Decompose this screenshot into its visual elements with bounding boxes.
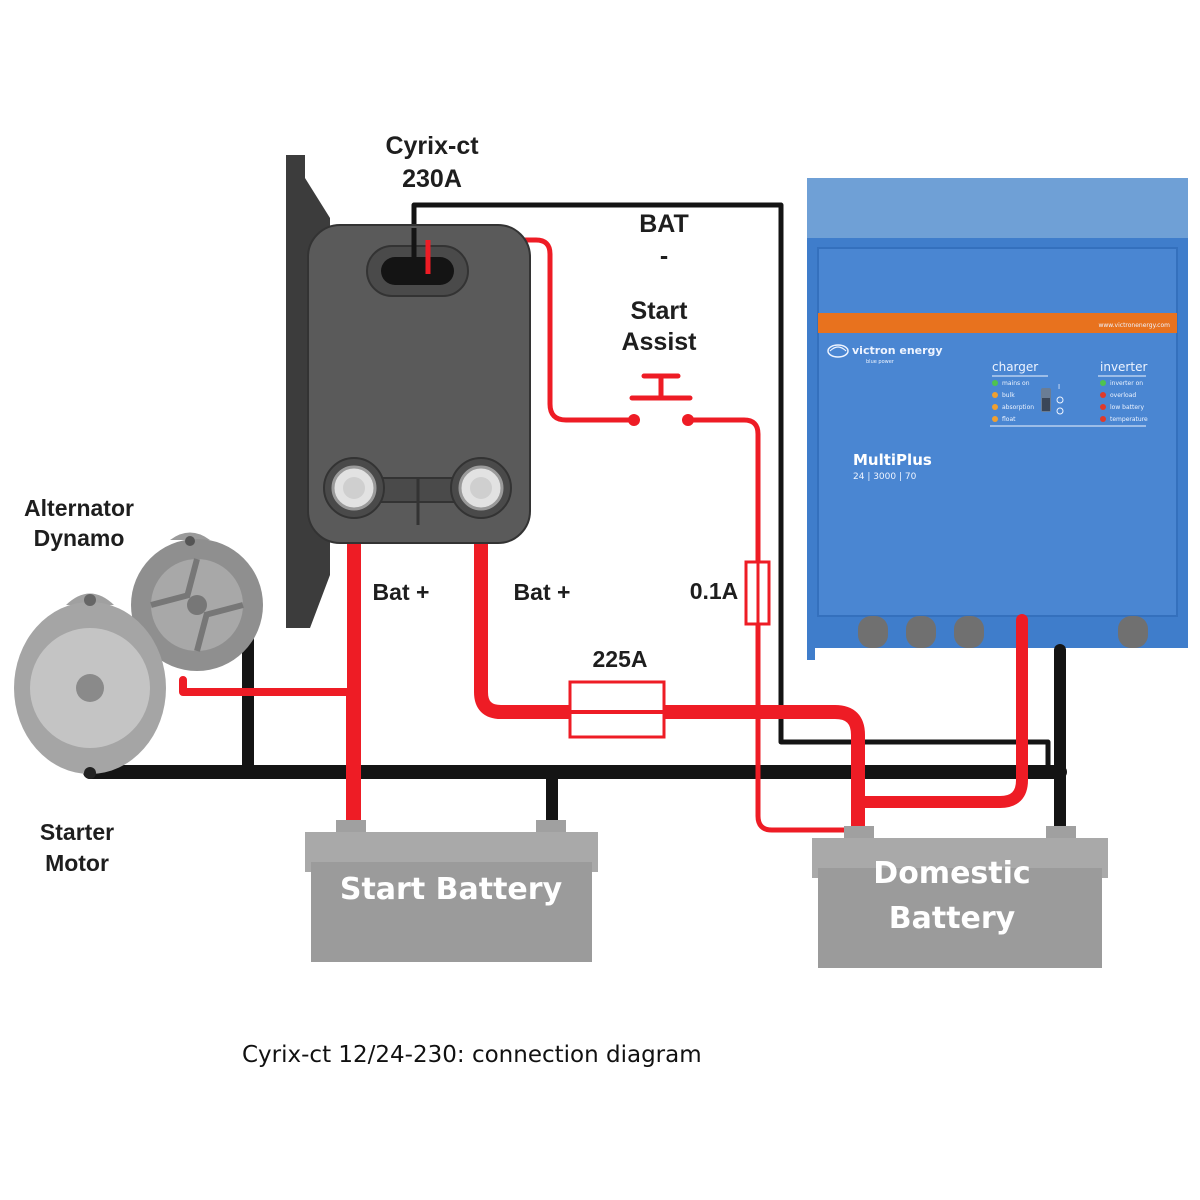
led-temperature-icon — [1100, 416, 1106, 422]
led-bulk-icon — [992, 392, 998, 398]
start-battery-post-pos-icon — [336, 820, 366, 834]
domestic-battery-label-line1: Domestic — [873, 856, 1030, 891]
multiplus-bottom-edge — [807, 616, 815, 660]
led-inverter-on-icon — [1100, 380, 1106, 386]
pos-domestic-cable — [474, 503, 865, 833]
multiplus-inverter: www.victronenergy.com victron energy blu… — [807, 178, 1188, 660]
cyrix-terminal-right-icon — [450, 457, 512, 519]
pos-alternator-lead — [179, 676, 354, 826]
switch-on-label: I — [1058, 383, 1060, 391]
victron-logo-icon — [827, 344, 849, 358]
led-label: float — [1002, 416, 1016, 423]
led-float-icon — [992, 416, 998, 422]
cyrix-rating-label: 230A — [402, 165, 462, 193]
brand-text: victron energy — [852, 344, 943, 357]
start-assist-button-icon[interactable] — [628, 373, 694, 426]
multiplus-bottom-notch — [807, 648, 1188, 660]
mode-switch[interactable]: I — [1041, 383, 1064, 415]
led-mains-on-icon — [992, 380, 998, 386]
alternator-label-line2: Dynamo — [34, 525, 125, 551]
contact-dot-icon — [682, 414, 694, 426]
starter-motor-icon — [14, 593, 166, 779]
start-battery-label: Start Battery — [340, 872, 563, 907]
multiplus-orange-stripe — [818, 313, 1177, 333]
start-battery: Start Battery — [305, 820, 598, 962]
pos-multiplus-cable — [856, 614, 1028, 808]
cyrix-relay — [286, 155, 531, 628]
starter-label-line1: Starter — [40, 819, 114, 845]
led-label: overload — [1110, 392, 1136, 399]
cyrix-name-label: Cyrix-ct — [385, 132, 479, 160]
gland-icon — [906, 616, 936, 648]
inverter-leds: inverter on overload low battery tempera… — [1100, 380, 1148, 423]
brand-subtext: blue power — [866, 359, 895, 365]
website-text: www.victronenergy.com — [1098, 322, 1170, 329]
bat-neg-label-line1: BAT — [639, 210, 689, 238]
domestic-battery: Domestic Battery — [812, 826, 1108, 968]
fuse-large-body-icon — [568, 680, 666, 739]
cyrix-connector-socket — [381, 257, 454, 285]
neg-cyrix-sense — [411, 202, 1051, 775]
start-battery-body — [311, 862, 592, 962]
alternator-label-line1: Alternator — [24, 495, 134, 521]
fuse-large — [568, 680, 666, 739]
start-assist-label-line1: Start — [631, 297, 689, 325]
domestic-battery-body — [818, 868, 1102, 968]
diagram-caption: Cyrix-ct 12/24-230: connection diagram — [242, 1042, 702, 1068]
cable-glands — [858, 616, 1148, 648]
charger-leds: mains on bulk absorption float — [992, 380, 1034, 423]
led-label: mains on — [1002, 380, 1030, 387]
switch-knob-icon — [1042, 398, 1050, 411]
gland-icon — [858, 616, 888, 648]
cyrix-terminal-left-icon — [323, 457, 385, 519]
starter-label-line2: Motor — [45, 850, 109, 876]
positive-wires — [179, 237, 1028, 833]
fuse-small-label: 0.1A — [690, 578, 739, 604]
led-absorption-icon — [992, 404, 998, 410]
switch-indicator-icon — [1056, 396, 1064, 404]
multiplus-top-panel — [807, 178, 1188, 248]
domestic-battery-post-pos-icon — [844, 826, 874, 840]
led-label: temperature — [1110, 416, 1148, 423]
start-battery-post-neg-icon — [536, 820, 566, 834]
led-low-battery-icon — [1100, 404, 1106, 410]
bat-neg-label-line2: - — [660, 242, 668, 270]
led-label: inverter on — [1110, 380, 1143, 387]
charger-header: charger — [992, 360, 1038, 374]
start-assist-label-line2: Assist — [621, 328, 697, 356]
led-label: low battery — [1110, 404, 1145, 411]
led-label: absorption — [1002, 404, 1034, 411]
model-spec: 24 | 3000 | 70 — [853, 472, 917, 482]
fuse-large-label: 225A — [593, 646, 648, 672]
contact-dot-icon — [628, 414, 640, 426]
pos-start-assist-feed — [425, 237, 635, 423]
led-label: bulk — [1002, 392, 1015, 399]
domestic-battery-post-neg-icon — [1046, 826, 1076, 840]
bat-plus-right-label: Bat + — [514, 579, 571, 605]
domestic-battery-label-line2: Battery — [889, 901, 1016, 936]
led-overload-icon — [1100, 392, 1106, 398]
fuse-small — [744, 560, 771, 626]
bat-plus-left-label: Bat + — [373, 579, 430, 605]
model-name: MultiPlus — [853, 451, 932, 469]
switch-indicator-icon — [1056, 407, 1064, 415]
gland-icon — [1118, 616, 1148, 648]
inverter-header: inverter — [1100, 360, 1147, 374]
alternator-icon — [131, 532, 263, 671]
negative-wires — [83, 202, 1067, 838]
multiplus-front-inset — [817, 247, 1178, 617]
gland-icon — [954, 616, 984, 648]
